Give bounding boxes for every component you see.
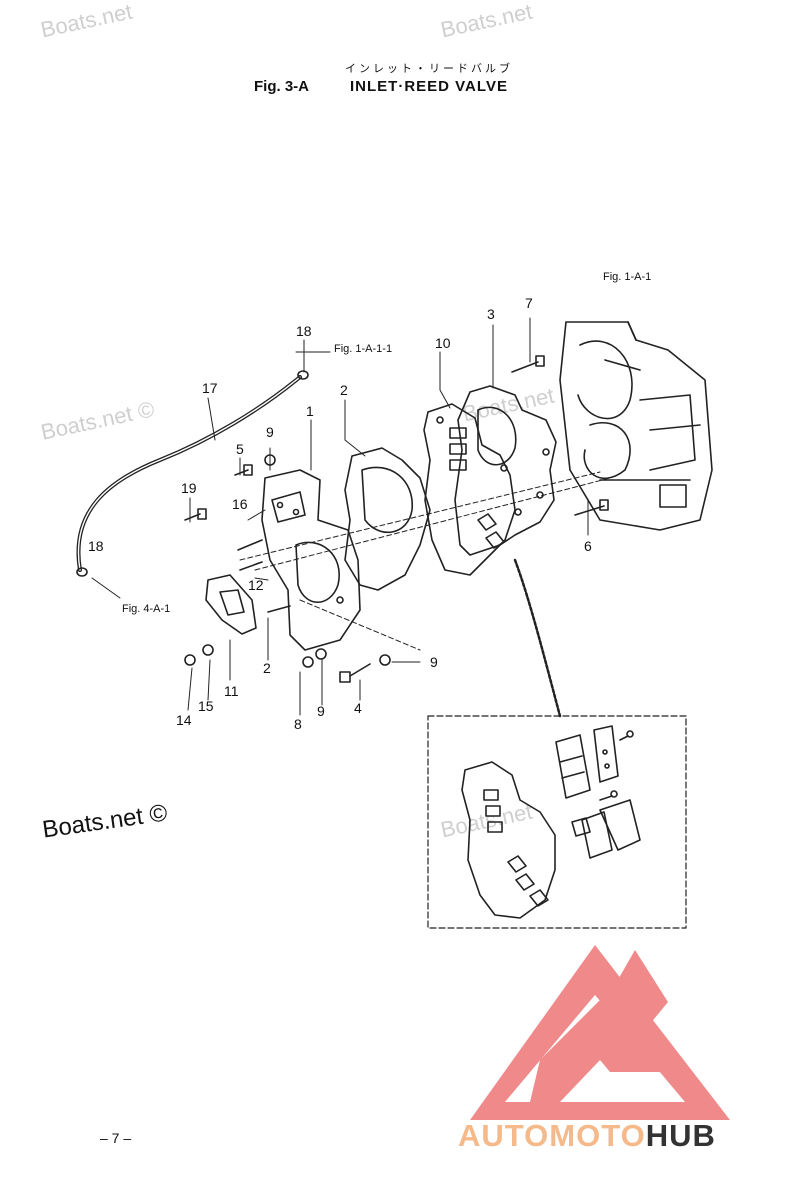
inset-leader (513, 558, 562, 718)
callout-2: 2 (340, 382, 348, 398)
detail-inset (427, 715, 687, 929)
callout-11: 11 (224, 683, 239, 699)
fasteners-drawing (184, 355, 609, 683)
automotohub-logo-mark (470, 945, 730, 1120)
reed-plate-10-drawing (423, 403, 516, 576)
callout-1: 1 (306, 403, 314, 419)
callout-19: 19 (181, 480, 197, 496)
callout-6: 6 (584, 538, 592, 554)
alignment-lines (239, 471, 611, 651)
brand-part1: AUTOMOTO (458, 1118, 646, 1153)
callout-10: 10 (435, 335, 451, 351)
callout-4: 4 (354, 700, 362, 716)
leader-lines (91, 317, 589, 716)
automotohub-wordmark: AUTOMOTOHUB (458, 1118, 716, 1154)
title-japanese: インレット・リードバルブ (345, 63, 513, 75)
ref-fig-1a1: Fig. 1-A-1 (603, 271, 652, 283)
cylinder-block-drawing (559, 321, 713, 531)
ref-fig-4a1: Fig. 4-A-1 (122, 603, 171, 615)
callout-9: 9 (317, 703, 325, 719)
gasket-2-drawing (344, 447, 431, 591)
figure-label: Fig. 3-A (254, 78, 309, 95)
brand-part2: HUB (645, 1118, 716, 1153)
callout-8: 8 (294, 716, 302, 732)
gasket-11-drawing (205, 574, 257, 635)
callout-2: 2 (263, 660, 271, 676)
callout-17: 17 (202, 380, 218, 396)
ref-fig-1a11: Fig. 1-A-1-1 (334, 343, 393, 355)
hose-17-drawing (76, 370, 309, 577)
page-number: – 7 – (100, 1130, 132, 1146)
callout-5: 5 (236, 441, 244, 457)
callout-16: 16 (232, 496, 248, 512)
callout-18: 18 (88, 538, 104, 554)
callout-9: 9 (430, 654, 438, 670)
callout-9: 9 (266, 424, 274, 440)
callout-18: 18 (296, 323, 312, 339)
callout-7: 7 (525, 295, 533, 311)
callout-15: 15 (198, 698, 214, 714)
callout-3: 3 (487, 306, 495, 322)
callout-12: 12 (248, 577, 264, 593)
callout-14: 14 (176, 712, 192, 728)
figure-title: INLET·REED VALVE (350, 78, 508, 95)
